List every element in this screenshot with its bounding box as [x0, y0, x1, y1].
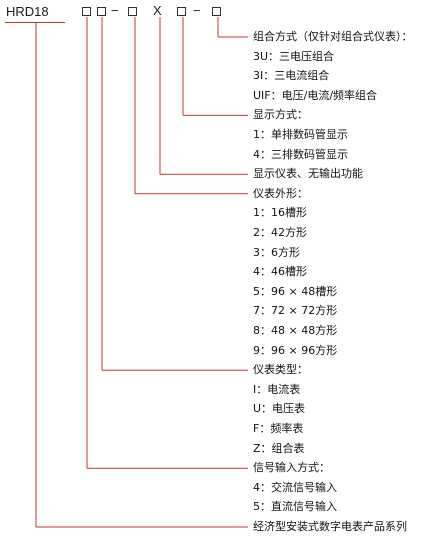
code-dash-1: −: [111, 3, 119, 18]
code-cross: X: [153, 3, 162, 18]
section-title: 信号输入方式：: [253, 461, 330, 475]
section-item: 9：96 × 96方形: [253, 343, 338, 357]
section-item: 5：96 × 48槽形: [253, 284, 338, 298]
legend-column: 组合方式（仅针对组合式仪表）： 3U：三电压组合 3I：三电流组合 UIF：电压/电流…: [253, 0, 446, 546]
code-box-signal-input: [82, 7, 91, 16]
section-item: 4：三排数码管显示: [253, 147, 348, 161]
section-item: 8：48 × 48方形: [253, 324, 338, 337]
section-title: 组合方式（仅针对组合式仪表）：: [253, 30, 413, 43]
code-box-shape: [128, 7, 137, 16]
code-dash-2: −: [193, 3, 201, 18]
section-item: 4：交流信号输入: [253, 480, 337, 494]
section-item: 1：16槽形: [253, 206, 307, 220]
section-item: 1：单排数码管显示: [253, 128, 348, 141]
section-item: UIF：电压/电流/频率组合: [253, 88, 378, 102]
section-title: 显示仪表、无输出功能: [253, 167, 363, 181]
section-item: 3U：三电压组合: [253, 49, 335, 63]
section-item: 2：42方形: [253, 226, 307, 239]
code-box-combination: [212, 7, 221, 16]
code-box-display-mode: [177, 7, 186, 16]
section-item: 7：72 × 72方形: [253, 304, 338, 318]
section-item: 5：直流信号输入: [253, 500, 337, 514]
section-item: Z：组合表: [253, 441, 305, 455]
section-item: F：频率表: [253, 422, 304, 435]
section-title: 经济型安装式数字电表产品系列: [253, 520, 407, 533]
section-item: 3：6方形: [253, 245, 300, 259]
section-title: 仪表外形：: [253, 186, 308, 200]
section-item: I：电流表: [253, 382, 301, 396]
code-box-meter-type: [97, 7, 106, 16]
prefix-underline: [5, 22, 65, 23]
section-item: 3I：三电流组合: [253, 69, 330, 83]
section-item: U：电压表: [253, 402, 306, 416]
section-title: 显示方式：: [253, 108, 308, 122]
section-item: 4：46槽形: [253, 265, 307, 279]
section-title: 仪表类型：: [253, 363, 308, 377]
model-prefix: HRD18: [6, 4, 49, 19]
